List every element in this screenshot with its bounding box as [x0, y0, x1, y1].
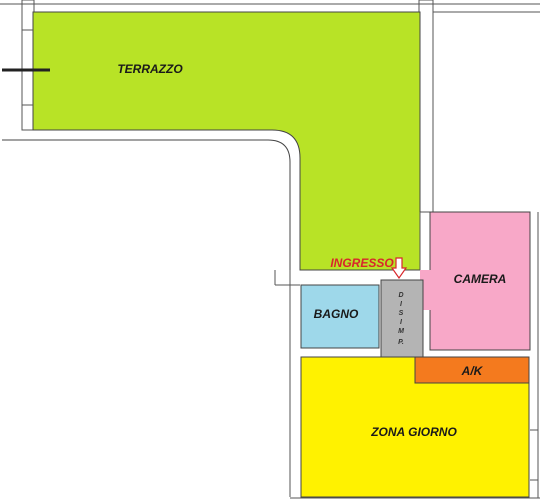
terrace-left-wall [21, 0, 35, 131]
disimp-letter: S [399, 310, 404, 317]
disimp-letter: I [400, 319, 403, 326]
terrace-curved-wall [2, 139, 291, 270]
label-camera: CAMERA [454, 272, 507, 286]
entrance-arrow-icon [390, 257, 408, 280]
label-bagno: BAGNO [314, 307, 359, 321]
disimp-letter: P. [398, 339, 404, 346]
disimpegno-room [380, 279, 424, 359]
camera-room [429, 211, 531, 351]
label-terrazzo: TERRAZZO [117, 62, 183, 76]
terrace-right-wall [418, 0, 434, 213]
bagno-room [300, 284, 380, 349]
label-zona-giorno: ZONA GIORNO [370, 425, 457, 439]
terrazzo-room [32, 11, 421, 271]
label-disimpegno: D I S I M P. [398, 292, 404, 346]
label-ak: A/K [461, 364, 484, 378]
disimp-letter: D [398, 292, 403, 299]
label-ingresso: INGRESSO [330, 256, 394, 270]
disimp-letter: I [400, 301, 403, 308]
disimp-letter: M [398, 328, 404, 335]
ak-room [414, 356, 530, 384]
